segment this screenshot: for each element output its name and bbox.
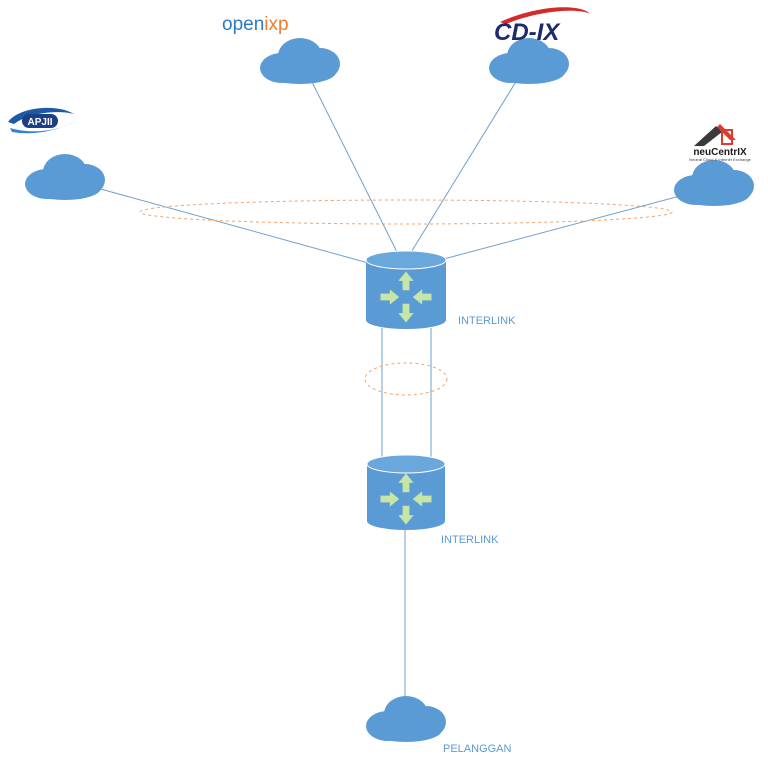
- openixp-logo-prefix: open: [222, 14, 264, 35]
- neucentrix-logo: neuCentrIX Neutral Cloud & Internet Exch…: [689, 124, 752, 162]
- apjii-logo: APJII: [8, 107, 76, 134]
- cloud-icon-neucentrix: [674, 160, 754, 206]
- neucentrix-logo-text: neuCentrIX: [693, 147, 747, 158]
- router-icon-top: [365, 250, 447, 329]
- link-neucentrix: [439, 195, 681, 261]
- link-cdix: [409, 79, 518, 255]
- openixp-logo-suffix: ixp: [264, 14, 288, 35]
- customer-label: PELANGGAN: [443, 743, 512, 755]
- cloud-icon-openixp: [260, 38, 340, 84]
- router-icon-bottom: [366, 454, 446, 530]
- router-bottom-label: INTERLINK: [441, 534, 499, 546]
- cdix-logo-text: CD-IX: [494, 19, 561, 46]
- neucentrix-tagline: Neutral Cloud & Internet Exchange: [689, 157, 752, 162]
- link-openixp: [311, 81, 399, 255]
- openixp-logo: openixp: [222, 14, 289, 35]
- apjii-logo-text: APJII: [27, 117, 52, 128]
- trunk-ring: [364, 362, 448, 396]
- router-top-label: INTERLINK: [458, 315, 516, 327]
- upstream-ring: [139, 199, 673, 225]
- cdix-logo: CD-IX: [494, 7, 590, 46]
- cloud-icon-customer: [366, 696, 446, 742]
- link-apjii: [96, 187, 373, 265]
- links: [96, 79, 681, 698]
- cloud-icon-apjii: [25, 154, 105, 200]
